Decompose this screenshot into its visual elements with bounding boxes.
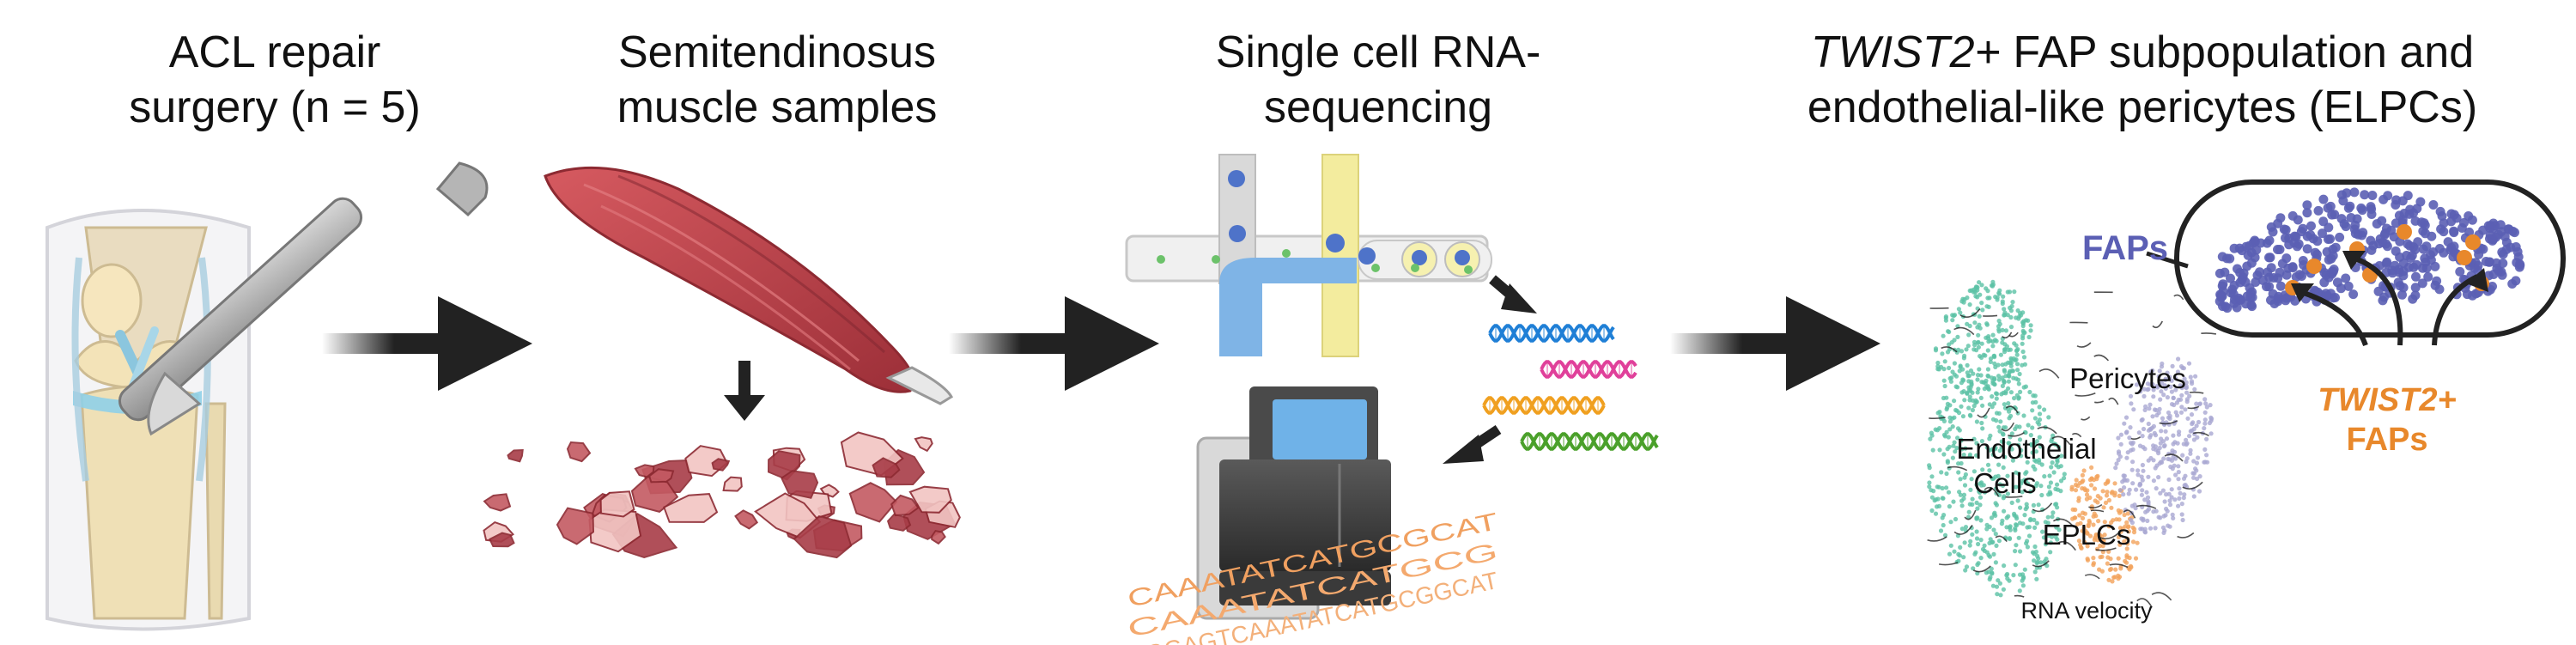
umap-cluster	[2113, 356, 2215, 536]
dna-strands	[1482, 324, 1659, 451]
tissue-fragment	[734, 509, 759, 530]
tissue-fragment	[630, 475, 679, 513]
rna-velocity-label: RNA velocity	[2020, 598, 2153, 624]
tissue-fragment	[886, 513, 912, 532]
endothelial-label-line1: Endothelial	[1956, 433, 2096, 465]
faps-label: FAPs	[2082, 229, 2168, 267]
tissue-fragment	[793, 514, 853, 559]
sequencer-icon	[1196, 386, 1391, 620]
pericytes-label: Pericytes	[2069, 362, 2186, 394]
step-1-title: ACL repair surgery (n = 5)	[129, 27, 421, 132]
microfluidic-chip	[1125, 154, 1492, 357]
step-2-title-line1: Semitendinosus	[618, 27, 936, 77]
fap-inset: FAPs TWIST2+ FAPs	[2082, 180, 2566, 458]
flow-arrow-1	[322, 296, 532, 391]
twist2-cell	[2397, 224, 2412, 240]
twist2-cell	[2457, 250, 2472, 265]
arrow-to-sequencer-icon	[1443, 425, 1502, 464]
step-3-title-line2: sequencing	[1264, 82, 1492, 132]
tissue-fragment	[890, 494, 920, 517]
twist2-cell	[2465, 234, 2481, 250]
step-4-gene-name: TWIST2+	[1811, 27, 2001, 77]
tissue-fragment	[931, 529, 946, 545]
scalpel-icon	[118, 161, 489, 436]
endothelial-label-line2: Cells	[1973, 467, 2036, 499]
tissue-fragment	[781, 470, 819, 499]
umap-cluster	[1933, 279, 2033, 409]
step-4-title-rest: FAP subpopulation and	[2001, 27, 2474, 77]
tissue-fragment	[634, 464, 655, 478]
down-arrow-icon	[724, 361, 765, 421]
dna-strand	[1488, 324, 1615, 343]
eplcs-label: EPLCs	[2043, 519, 2131, 551]
step-4-title-line2: endothelial-like pericytes (ELPCs)	[1807, 82, 2477, 132]
tissue-fragment	[566, 441, 592, 463]
twist2-cell	[2306, 259, 2322, 274]
muscle-illustration	[544, 166, 954, 405]
step-2-title: Semitendinosus muscle samples	[617, 27, 938, 132]
dna-strand	[1520, 432, 1659, 451]
flow-arrow-2	[949, 296, 1159, 391]
tissue-fragment	[908, 485, 952, 514]
faps-pointer	[2146, 251, 2189, 269]
twist2-label-line1: TWIST2+	[2318, 382, 2457, 418]
twist2-label-line2: FAPs	[2346, 422, 2427, 458]
flow-arrow-3	[1670, 296, 1880, 391]
arrow-to-dna-icon	[1489, 275, 1537, 313]
step-3-title-line1: Single cell RNA-	[1216, 27, 1541, 77]
step-1-title-line1: ACL repair	[169, 27, 381, 77]
tissue-fragment	[556, 507, 595, 545]
umap-cluster	[1927, 368, 2067, 598]
step-1-title-line2: surgery (n = 5)	[129, 82, 421, 132]
step-4-title: TWIST2+ FAP subpopulation and endothelia…	[1807, 27, 2477, 132]
umap-labels: Endothelial Cells Pericytes EPLCs RNA ve…	[1956, 362, 2186, 624]
rna-velocity-umap	[1927, 279, 2217, 608]
tissue-fragment	[914, 436, 933, 453]
tissue-fragment	[848, 482, 898, 523]
tissue-samples	[483, 431, 961, 559]
tissue-fragment	[489, 532, 515, 548]
tissue-fragment	[483, 493, 512, 512]
step-4-title-line1: TWIST2+ FAP subpopulation and	[1811, 27, 2474, 77]
dna-strand	[1482, 396, 1606, 415]
step-2-title-line2: muscle samples	[617, 82, 938, 132]
step-3-title: Single cell RNA- sequencing	[1216, 27, 1541, 132]
tissue-fragment	[711, 458, 731, 472]
tissue-fragment	[872, 457, 901, 478]
tissue-fragment	[507, 448, 524, 463]
dna-strand	[1540, 360, 1637, 379]
tissue-fragment	[722, 476, 743, 492]
tissue-fragment	[663, 493, 719, 523]
tissue-fragment	[599, 490, 635, 518]
